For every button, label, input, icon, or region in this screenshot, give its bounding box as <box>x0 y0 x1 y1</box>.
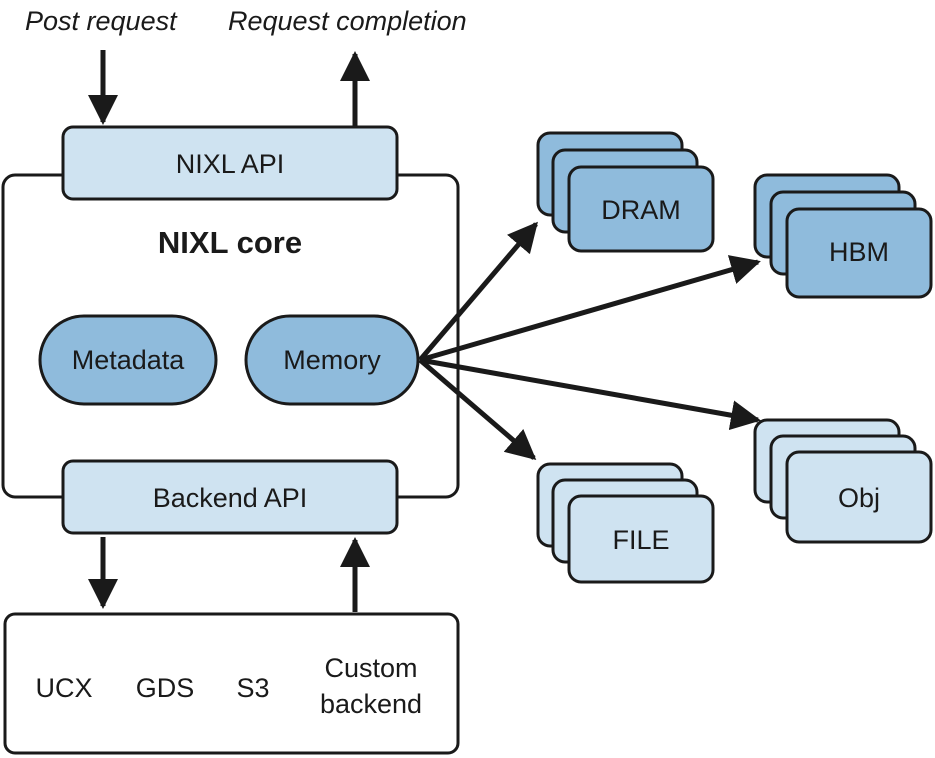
metadata-label: Metadata <box>72 345 186 375</box>
dram-stack: DRAM <box>536 131 715 253</box>
backend-gds: GDS <box>136 673 195 703</box>
backend-s3: S3 <box>236 673 269 703</box>
metadata-pill <box>38 314 218 406</box>
memory-pill <box>244 314 420 406</box>
hbm-stack: HBM <box>753 173 933 299</box>
memory-label: Memory <box>283 345 381 375</box>
file-label: FILE <box>612 525 669 555</box>
arrow-to-dram <box>418 221 538 362</box>
post-request-label: Post request <box>25 6 178 36</box>
obj-stack: Obj <box>753 418 933 544</box>
dram-label: DRAM <box>601 195 681 225</box>
backend-custom-line2: backend <box>320 689 422 719</box>
nixl-api-label: NIXL API <box>176 149 285 179</box>
nixl-core-title: NIXL core <box>158 225 302 260</box>
backend-api-box <box>61 459 399 535</box>
arrow-to-file <box>418 358 537 460</box>
backend-ucx: UCX <box>35 673 92 703</box>
arrow-to-obj <box>419 357 761 431</box>
request-completion-label: Request completion <box>228 6 467 36</box>
arrow-to-hbm <box>419 255 761 363</box>
hbm-label: HBM <box>829 237 889 267</box>
file-stack: FILE <box>536 462 715 584</box>
backend-api-label: Backend API <box>153 483 308 513</box>
obj-label: Obj <box>838 483 880 513</box>
backend-custom-line1: Custom <box>324 653 417 683</box>
nixl-api-box <box>61 125 399 201</box>
backends-box <box>3 612 460 755</box>
